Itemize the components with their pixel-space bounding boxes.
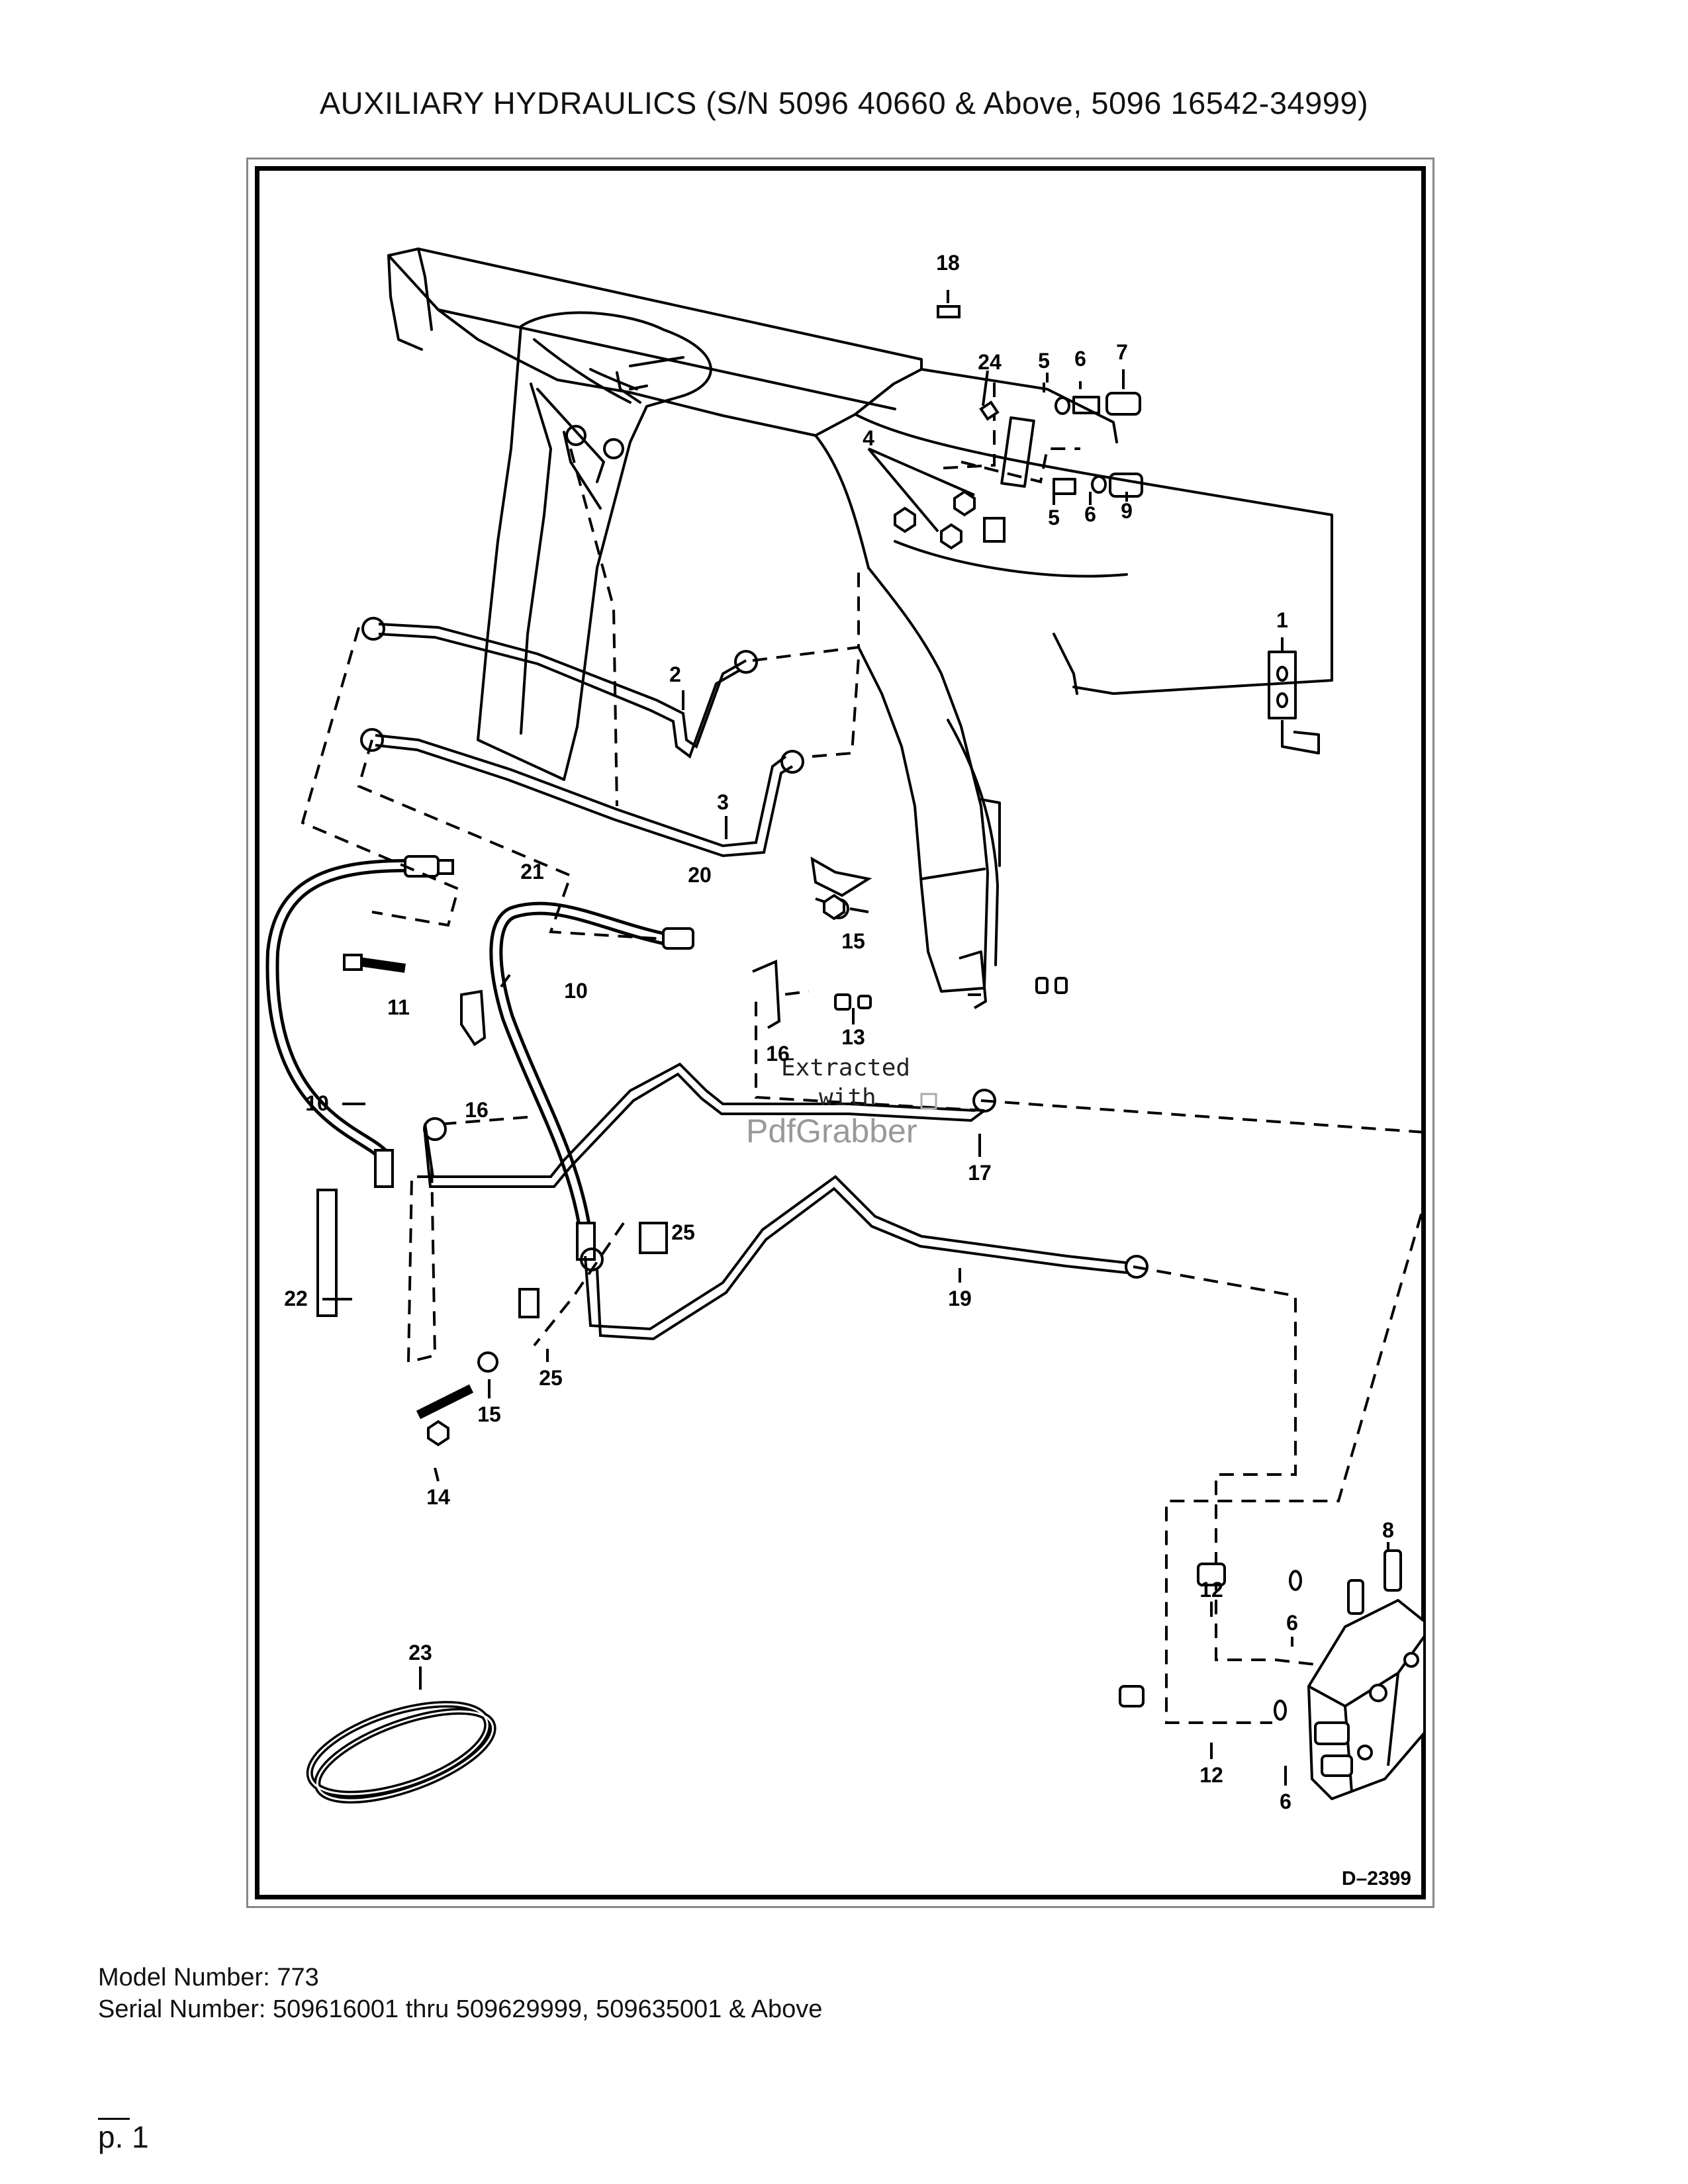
page-title: AUXILIARY HYDRAULICS (S/N 5096 40660 & A… bbox=[319, 85, 1369, 120]
callout-19: 19 bbox=[948, 1287, 972, 1310]
callout-3: 3 bbox=[717, 790, 729, 814]
hardware-drawing bbox=[343, 305, 1302, 1721]
watermark-logo-icon bbox=[920, 1093, 937, 1110]
callout-23: 23 bbox=[408, 1641, 432, 1664]
page-number: p. 1 bbox=[98, 2120, 149, 2154]
coiled-hose-drawing bbox=[306, 1701, 496, 1804]
callout-12: 12 bbox=[1199, 1763, 1223, 1787]
callout-17: 17 bbox=[968, 1161, 992, 1185]
callout-9: 9 bbox=[1121, 499, 1133, 523]
watermark: Extracted with PdfGrabber bbox=[746, 1054, 937, 1150]
callout-15: 15 bbox=[841, 929, 865, 953]
watermark-brand: PdfGrabber bbox=[746, 1113, 917, 1150]
steel-lines bbox=[423, 1062, 1149, 1341]
callout-12: 12 bbox=[1199, 1578, 1223, 1602]
page-number-rule bbox=[98, 2118, 130, 2120]
callout-6: 6 bbox=[1280, 1790, 1291, 1813]
hydraulic-hoses bbox=[265, 859, 670, 1230]
callout-labels: 18 24 5 6 7 4 5 6 9 1 2 3 21 20 15 10 11… bbox=[284, 251, 1394, 1813]
watermark-line-extracted: Extracted bbox=[781, 1054, 910, 1081]
callout-6: 6 bbox=[1074, 347, 1086, 371]
callout-4: 4 bbox=[863, 426, 874, 450]
callout-2: 2 bbox=[669, 662, 681, 686]
dashed-leader-lines bbox=[301, 373, 1423, 1724]
callout-7: 7 bbox=[1116, 340, 1128, 364]
callout-5: 5 bbox=[1038, 349, 1050, 373]
model-number: Model Number: 773 bbox=[98, 1964, 319, 1991]
callout-1: 1 bbox=[1276, 608, 1288, 632]
tube-assemblies bbox=[360, 617, 872, 919]
hose-fittings bbox=[316, 855, 694, 1317]
exploded-parts-diagram: Extracted with PdfGrabber 18 24 5 6 7 4 … bbox=[265, 248, 1423, 1889]
callout-13: 13 bbox=[841, 1025, 865, 1049]
callout-8: 8 bbox=[1382, 1518, 1394, 1542]
callout-6: 6 bbox=[1286, 1611, 1298, 1635]
diagram-frame-inner: Extracted with PdfGrabber 18 24 5 6 7 4 … bbox=[255, 166, 1426, 1899]
callout-22: 22 bbox=[284, 1287, 308, 1310]
callout-21: 21 bbox=[520, 860, 544, 884]
callout-16: 16 bbox=[766, 1042, 790, 1066]
callout-24: 24 bbox=[978, 350, 1002, 374]
footer: Model Number: 773 Serial Number: 5096160… bbox=[98, 1962, 822, 2025]
callout-5: 5 bbox=[1048, 506, 1060, 529]
watermark-line-with: with bbox=[819, 1084, 876, 1111]
callout-15: 15 bbox=[477, 1402, 501, 1426]
callout-14: 14 bbox=[426, 1485, 450, 1509]
control-valve-drawing bbox=[1307, 1549, 1423, 1800]
callout-25: 25 bbox=[539, 1366, 563, 1390]
coiled-hose-highlight bbox=[308, 1703, 494, 1801]
callout-10: 10 bbox=[305, 1091, 329, 1115]
callout-20: 20 bbox=[688, 863, 712, 887]
serial-number: Serial Number: 509616001 thru 509629999,… bbox=[98, 1995, 823, 2023]
callout-25: 25 bbox=[671, 1220, 695, 1244]
fittings-drawing bbox=[959, 392, 1320, 1009]
callout-18: 18 bbox=[936, 251, 960, 275]
callout-10: 10 bbox=[564, 979, 588, 1003]
diagram-frame: Extracted with PdfGrabber 18 24 5 6 7 4 … bbox=[246, 158, 1434, 1908]
loader-arm-drawing bbox=[387, 248, 1333, 993]
callout-6: 6 bbox=[1084, 502, 1096, 526]
callout-16: 16 bbox=[465, 1098, 489, 1122]
drawing-number: D–2399 bbox=[1342, 1868, 1411, 1889]
callout-11: 11 bbox=[387, 995, 410, 1019]
